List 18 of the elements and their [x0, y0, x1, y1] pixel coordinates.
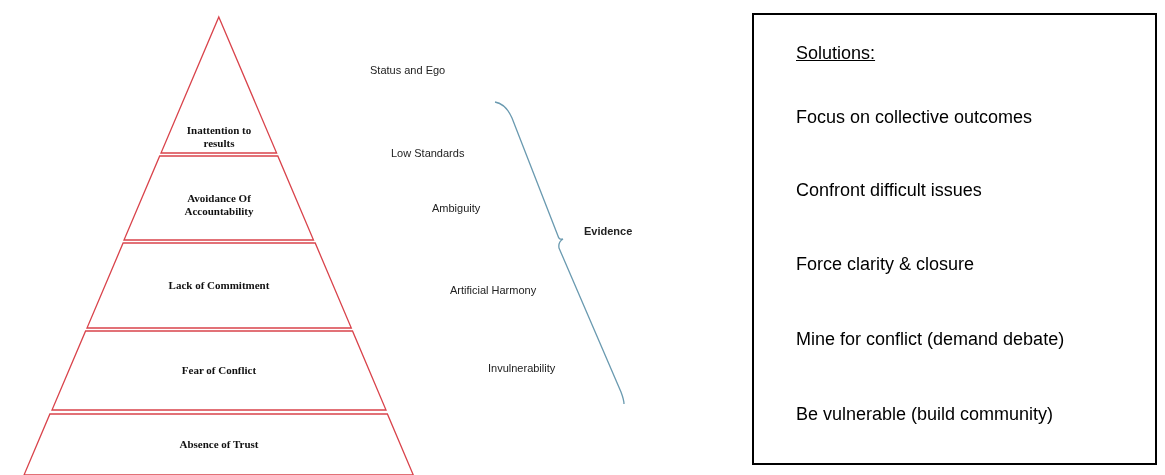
evidence-item: Status and Ego — [370, 64, 446, 76]
tier-label: Fear of Conflict — [180, 364, 258, 377]
bracket-label: Evidence — [584, 225, 633, 237]
solution-item: Mine for conflict (demand debate) — [796, 329, 1065, 350]
tier-label: Absence of Trust — [178, 438, 260, 451]
evidence-item: Artificial Harmony — [450, 284, 537, 296]
evidence-item: Invulnerability — [488, 362, 556, 374]
solution-item: Confront difficult issues — [796, 180, 982, 201]
tier-label: Lack of Commitment — [167, 279, 271, 292]
solution-item: Force clarity & closure — [796, 254, 975, 275]
solutions-panel — [752, 13, 1157, 465]
tier-label: Avoidance Of Accountability — [183, 191, 255, 218]
solution-item: Focus on collective outcomes — [796, 107, 1033, 128]
evidence-item: Low Standards — [391, 147, 465, 159]
tier-label: Inattention to results — [185, 124, 253, 150]
evidence-item: Ambiguity — [432, 202, 481, 214]
solution-item: Be vulnerable (build community) — [796, 404, 1054, 425]
panel-heading: Solutions: — [796, 43, 876, 64]
